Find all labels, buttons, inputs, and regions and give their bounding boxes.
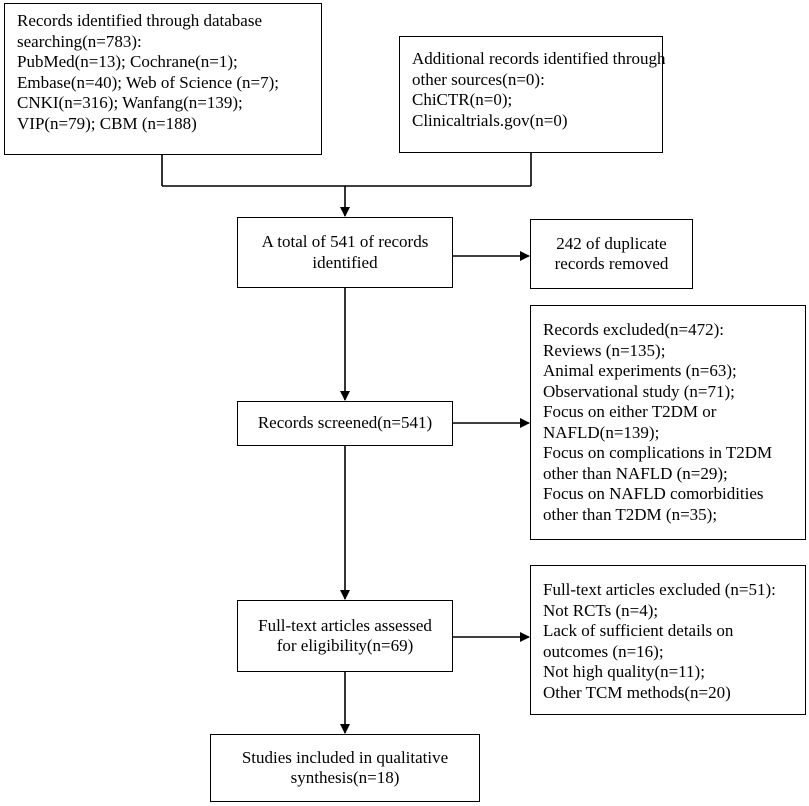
box-line: Records identified through database [17, 11, 263, 30]
box-line: 242 of duplicate [556, 233, 667, 253]
box-line: Additional records identified through [412, 49, 666, 68]
box-line: Focus on either T2DM or [543, 402, 717, 421]
box-line: Animal experiments (n=63); [543, 361, 737, 380]
box-line: Lack of sufficient details on [543, 621, 734, 640]
box-line: Clinicaltrials.gov(n=0) [412, 110, 568, 130]
box-included: Studies included in qualitative synthesi… [210, 734, 480, 802]
box-line: A total of 541 of records [261, 232, 429, 251]
box-line: NAFLD(n=139); [543, 422, 660, 442]
box-line: searching(n=783): [17, 31, 142, 51]
box-line: Embase(n=40); Web of Science (n=7); [17, 72, 280, 92]
box-line: Reviews (n=135); [543, 340, 666, 360]
box-records-excluded: Records excluded(n=472): Reviews (n=135)… [530, 305, 806, 540]
box-line: Records screened(n=541) [257, 413, 433, 433]
box-line: Observational study (n=71); [543, 381, 735, 401]
box-line: CNKI(n=316); Wanfang(n=139); [17, 93, 243, 112]
box-line: outcomes (n=16); [543, 641, 664, 661]
box-line: Other TCM methods(n=20) [543, 682, 731, 702]
box-line: ChiCTR(n=0); [412, 90, 513, 109]
box-line: Full-text articles assessed [258, 615, 432, 635]
box-line: Focus on NAFLD comorbidities [543, 484, 764, 503]
box-line: records removed [554, 254, 669, 273]
box-fulltext-assessed: Full-text articles assessed for eligibil… [237, 600, 453, 672]
box-line: other sources(n=0): [412, 69, 545, 89]
box-duplicates-removed: 242 of duplicate records removed [530, 219, 693, 289]
box-fulltext-excluded: Full-text articles excluded (n=51): Not … [530, 565, 806, 715]
box-line: Studies included in qualitative [241, 747, 449, 767]
box-line: VIP(n=79); CBM (n=188) [17, 113, 197, 133]
box-other-sources: Additional records identified through ot… [399, 36, 666, 153]
box-records-screened: Records screened(n=541) [237, 401, 453, 446]
box-line: PubMed(n=13); Cochrane(n=1); [17, 52, 238, 71]
box-line: Full-text articles excluded (n=51): [543, 580, 776, 599]
box-line: other than NAFLD (n=29); [543, 463, 728, 483]
box-total-identified: A total of 541 of records identified [237, 217, 453, 288]
box-line: Not high quality(n=11); [543, 662, 705, 681]
box-line: Focus on complications in T2DM [543, 443, 773, 462]
box-database-search: Records identified through database sear… [4, 3, 322, 155]
box-line: synthesis(n=18) [290, 768, 400, 787]
box-line: other than T2DM (n=35); [543, 504, 718, 524]
box-line: for eligibility(n=69) [276, 636, 414, 655]
box-line: Not RCTs (n=4); [543, 600, 659, 620]
box-line: identified [312, 252, 378, 272]
box-line: Records excluded(n=472): [543, 320, 724, 339]
